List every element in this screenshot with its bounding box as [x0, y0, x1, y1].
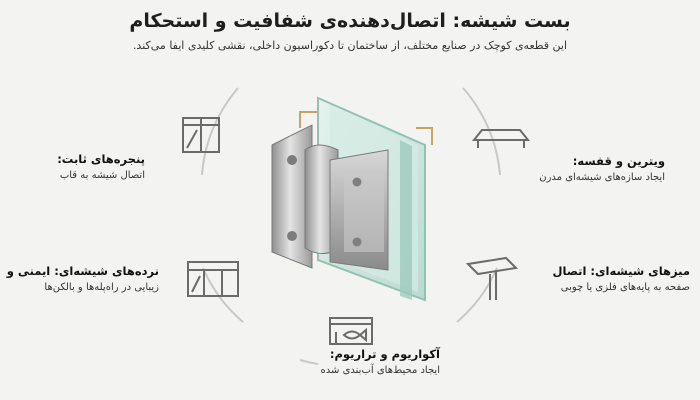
application-table: میزهای شیشه‌ای: اتصال صفحه به پایه‌های ف… — [520, 262, 690, 295]
application-railing-title: نرده‌های شیشه‌ای: ایمنی و — [6, 264, 159, 278]
application-railing: نرده‌های شیشه‌ای: ایمنی و زیبایی در راه‌… — [0, 262, 159, 295]
application-aquarium-title: آکواریوم و تراریوم: — [329, 347, 440, 361]
application-railing-desc: زیبایی در راه‌پله‌ها و بالکن‌ها — [44, 282, 159, 294]
orbit-ring — [201, 87, 501, 365]
application-table-desc: صفحه به پایه‌های فلزی یا چوبی — [560, 282, 690, 294]
window-frame-icon — [182, 117, 220, 153]
accent-brackets — [299, 111, 433, 145]
application-window-title: پنجره‌های ثابت: — [57, 152, 145, 166]
application-showcase-desc: ایجاد سازه‌های شیشه‌ای مدرن — [539, 172, 665, 184]
application-window: پنجره‌های ثابت: اتصال شیشه به قاب — [0, 150, 145, 183]
header: بست شیشه: اتصال‌دهنده‌ی شفافیت و استحکام… — [40, 10, 660, 55]
application-window-desc: اتصال شیشه به قاب — [59, 170, 145, 182]
page-title: بست شیشه: اتصال‌دهنده‌ی شفافیت و استحکام — [129, 10, 571, 32]
application-showcase: ویترین و قفسه: ایجاد سازه‌های شیشه‌ای مد… — [535, 152, 665, 185]
application-aquarium-desc: ایجاد محیط‌های آب‌بندی شده — [320, 365, 440, 377]
aquarium-icon — [329, 317, 373, 345]
glass-table-icon — [465, 256, 519, 300]
application-showcase-title: ویترین و قفسه: — [572, 154, 665, 168]
application-table-title: میزهای شیشه‌ای: اتصال — [552, 264, 690, 278]
glass-hinge — [271, 124, 389, 271]
glass-railing-icon — [187, 261, 239, 297]
page-subtitle: این قطعه‌ی کوچک در صنایع مختلف، از ساختم… — [132, 39, 568, 52]
application-aquarium: آکواریوم و تراریوم: ایجاد محیط‌های آب‌بن… — [250, 345, 440, 378]
glass-shelf-icon — [471, 129, 531, 148]
